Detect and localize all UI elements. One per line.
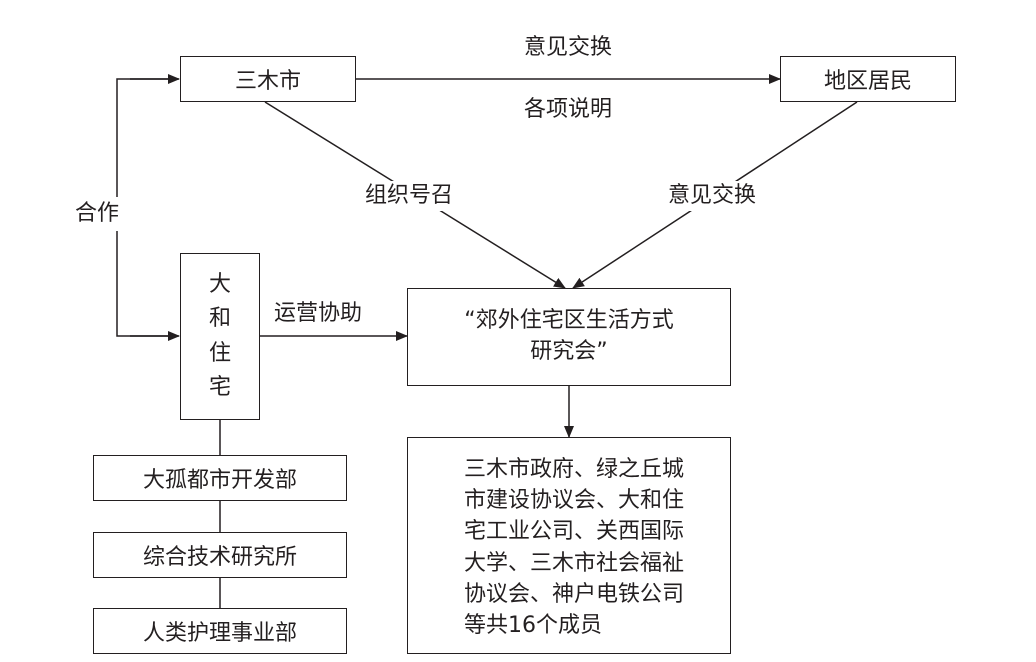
dept-urban-development-label: 大孤都市开发部 [142,468,297,493]
study-group-node: “郊外住宅区生活方式 研究会” [407,288,731,386]
members-node: 三木市政府、绿之丘城 市建设协议会、大和住 宅工业公司、关西国际 大学、三木市社… [407,437,731,654]
residents-node: 地区居民 [780,56,956,102]
members-line-3: 宅工业公司、关西国际 [464,519,685,545]
daiwa-char-2: 和 [208,306,231,332]
city-node-label: 三木市 [234,69,301,94]
edge-label-cooperation: 合作 [75,197,120,231]
edge-label-explanation: 各项说明 [524,97,613,122]
cooperation-bracket [116,78,178,337]
dept-technology-research-label: 综合技术研究所 [142,545,297,570]
dept-human-care-label: 人类护理事业部 [142,621,297,646]
edge-label-organize-call: 组织号召 [365,181,454,211]
study-group-line-2: 研究会” [530,339,608,364]
edge-label-opinion-exchange-top: 意见交换 [524,35,613,60]
dept-technology-research: 综合技术研究所 [93,532,347,578]
daiwa-char-4: 宅 [208,374,231,400]
edge-label-opinion-exchange-right: 意见交换 [668,181,757,211]
daiwa-char-3: 住 [208,340,231,366]
daiwa-char-1: 大 [208,272,231,298]
members-line-6: 等共16个成员 [464,613,602,639]
dept-urban-development: 大孤都市开发部 [93,455,347,501]
daiwa-house-node: 大 和 住 宅 [180,253,260,420]
members-line-4: 大学、三木市社会福祉 [464,550,685,576]
members-line-5: 协议会、神户电铁公司 [464,581,685,607]
study-group-line-1: “郊外住宅区生活方式 [464,308,674,334]
members-line-2: 市建设协议会、大和住 [464,488,685,514]
city-node: 三木市 [180,56,356,102]
residents-node-label: 地区居民 [823,69,912,94]
dept-human-care: 人类护理事业部 [93,608,347,654]
members-line-1: 三木市政府、绿之丘城 [464,457,685,482]
edge-label-operation-support: 运营协助 [274,301,363,326]
